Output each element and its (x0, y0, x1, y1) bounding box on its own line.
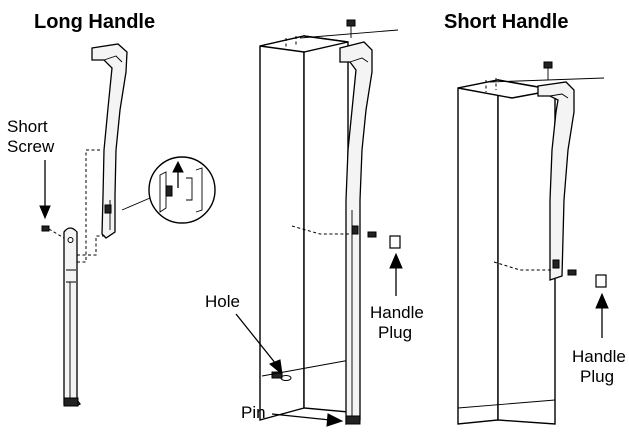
center-long-handle (291, 41, 401, 425)
handle-plug-right (595, 274, 607, 288)
short-screw-arrow (39, 160, 51, 220)
pin-arrow (271, 413, 344, 427)
handle-plug-right-arrow (595, 292, 609, 338)
detail-magnifier (121, 156, 216, 224)
handle-plug-center-label-line1: Handle (370, 303, 424, 322)
long-handle-assembly (41, 43, 128, 407)
handle-plug-center-label-line2: Plug (378, 323, 412, 342)
pin-label: Pin (241, 403, 266, 422)
long-handle-title: Long Handle (34, 11, 155, 33)
short-screw-label-line1: Short (7, 117, 48, 136)
right-cabinet (457, 61, 605, 425)
handle-plug-center (389, 235, 401, 249)
handle-plug-right-label-line1: Handle (572, 347, 626, 366)
short-handle-title: Short Handle (444, 11, 568, 33)
handle-plug-center-arrow (389, 252, 403, 296)
right-short-handle (493, 81, 607, 288)
hole-label: Hole (205, 292, 240, 311)
short-screw (41, 225, 50, 232)
short-screw-label-line2: Screw (7, 137, 55, 156)
handle-plug-right-label-line2: Plug (580, 367, 614, 386)
long-handle-upper-piece (91, 43, 128, 239)
hole-arrow (235, 313, 283, 376)
center-cabinet (259, 19, 399, 421)
